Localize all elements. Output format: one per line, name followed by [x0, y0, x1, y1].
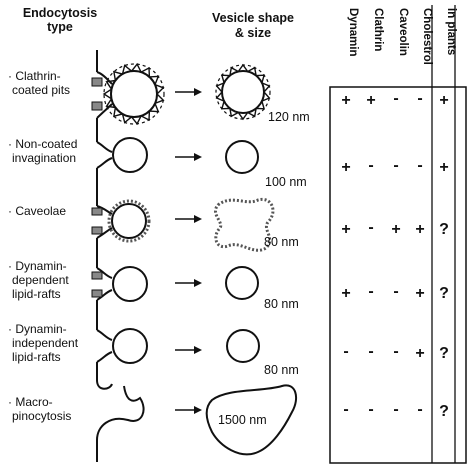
cell-cholestrol: - — [417, 157, 422, 174]
cell-dynamin: + — [341, 221, 350, 238]
column-header-in-plants: in plants — [445, 8, 457, 55]
shape-header-line2: & size — [235, 26, 271, 40]
vesicle-size-label: 80 nm — [264, 297, 299, 311]
row-label-line: pinocytosis — [12, 409, 71, 423]
arrow-head — [194, 153, 202, 161]
plasma-membrane — [96, 50, 145, 462]
column-headers: Dynamin Clathrin Caveolin Cholestrol in plan… — [347, 8, 457, 65]
cell-dynamin: + — [341, 285, 350, 302]
non-coated-pit — [96, 137, 148, 173]
cell-caveolin: - — [393, 283, 398, 300]
shape-header-line1: Vesicle shape — [212, 11, 294, 25]
column-header-dynamin: Dynamin — [347, 8, 359, 57]
dynamin-ring-upper — [91, 271, 103, 280]
type-header-line1: Endocytosis — [23, 6, 97, 20]
row-label-line: invagination — [12, 151, 76, 165]
cell-in-plants: ? — [439, 403, 449, 420]
cell-in-plants: ? — [439, 285, 449, 302]
cell-cholestrol: - — [417, 90, 422, 107]
column-header-clathrin: Clathrin — [372, 8, 384, 51]
cell-in-plants: + — [439, 92, 448, 109]
cell-dynamin: + — [341, 159, 350, 176]
dynamin-ring-lower — [91, 289, 103, 298]
vesicle-size-label: 80 nm — [264, 235, 299, 249]
cell-caveolin: - — [393, 401, 398, 418]
cell-clathrin: - — [368, 343, 373, 360]
arrow-head — [194, 279, 202, 287]
arrow-head — [194, 88, 202, 96]
vesicle-size-label: 120 nm — [268, 110, 310, 124]
column-header-cholestrol: Cholestrol — [421, 8, 433, 65]
dynamin-ring-upper — [91, 207, 103, 216]
row-label-line: lipid-rafts — [12, 287, 61, 301]
dynamin-ring-lower — [91, 226, 103, 235]
cell-cholestrol: + — [415, 345, 424, 362]
type-header-line2: type — [47, 20, 73, 34]
cell-dynamin: + — [341, 92, 350, 109]
cell-cholestrol: - — [417, 401, 422, 418]
column-header-caveolin: Caveolin — [397, 8, 409, 56]
vesicle-caveolae — [214, 197, 275, 252]
row-label-line: · Clathrin- — [8, 69, 61, 83]
vesicle-size-label: 1500 nm — [218, 413, 267, 427]
cell-in-plants: ? — [439, 345, 449, 362]
vesicle-size-label: 100 nm — [265, 175, 307, 189]
vesicle-non-coated — [225, 140, 259, 174]
vesicle-sizes: 120 nm 100 nm 80 nm 80 nm 80 nm 1500 nm — [218, 110, 310, 427]
cell-clathrin: - — [368, 219, 373, 236]
cell-caveolin: - — [393, 343, 398, 360]
cell-clathrin: - — [368, 401, 373, 418]
arrow-head — [194, 346, 202, 354]
row-label-line: dependent — [12, 273, 69, 287]
cell-dynamin: - — [343, 343, 348, 360]
cell-in-plants: ? — [439, 221, 449, 238]
arrow-head — [194, 215, 202, 223]
table-cells: ++--++---++-++?+--+?---+?----? — [341, 90, 449, 420]
row-label-line: · Caveolae — [8, 204, 66, 218]
table-frame — [329, 86, 467, 464]
dynamin-ring-upper — [91, 77, 103, 87]
dynamin-dependent-raft-pit — [91, 266, 148, 302]
cell-dynamin: - — [343, 401, 348, 418]
cell-caveolin: + — [391, 221, 400, 238]
row-labels: · Clathrin-coated pits · Non-coatedinvagi… — [8, 69, 79, 423]
arrows — [175, 88, 202, 414]
vesicle-size-label: 80 nm — [264, 363, 299, 377]
vesicle-macropinosome — [205, 384, 298, 456]
dynamin-ring-lower — [91, 101, 103, 111]
row-label-line: · Macro- — [8, 395, 53, 409]
row-label-line: independent — [12, 336, 79, 350]
row-label-line: · Dynamin- — [8, 259, 67, 273]
cell-cholestrol: + — [415, 285, 424, 302]
dynamin-independent-raft-pit — [96, 328, 148, 364]
row-label-line: lipid-rafts — [12, 350, 61, 364]
arrow-head — [194, 406, 202, 414]
cell-caveolin: - — [393, 157, 398, 174]
vesicle-clathrin — [215, 63, 271, 121]
cell-clathrin: + — [366, 92, 375, 109]
cell-cholestrol: + — [415, 221, 424, 238]
caveolae-pit — [91, 199, 151, 243]
clathrin-pit — [91, 62, 165, 126]
row-label-line: · Dynamin- — [8, 322, 67, 336]
vesicle-dynamin-independent — [226, 329, 260, 363]
row-label-line: · Non-coated — [8, 137, 77, 151]
cell-clathrin: - — [368, 283, 373, 300]
cell-in-plants: + — [439, 159, 448, 176]
cell-caveolin: - — [393, 90, 398, 107]
cell-clathrin: - — [368, 157, 373, 174]
row-label-line: coated pits — [12, 83, 70, 97]
vesicle-dynamin-dependent — [225, 266, 259, 300]
